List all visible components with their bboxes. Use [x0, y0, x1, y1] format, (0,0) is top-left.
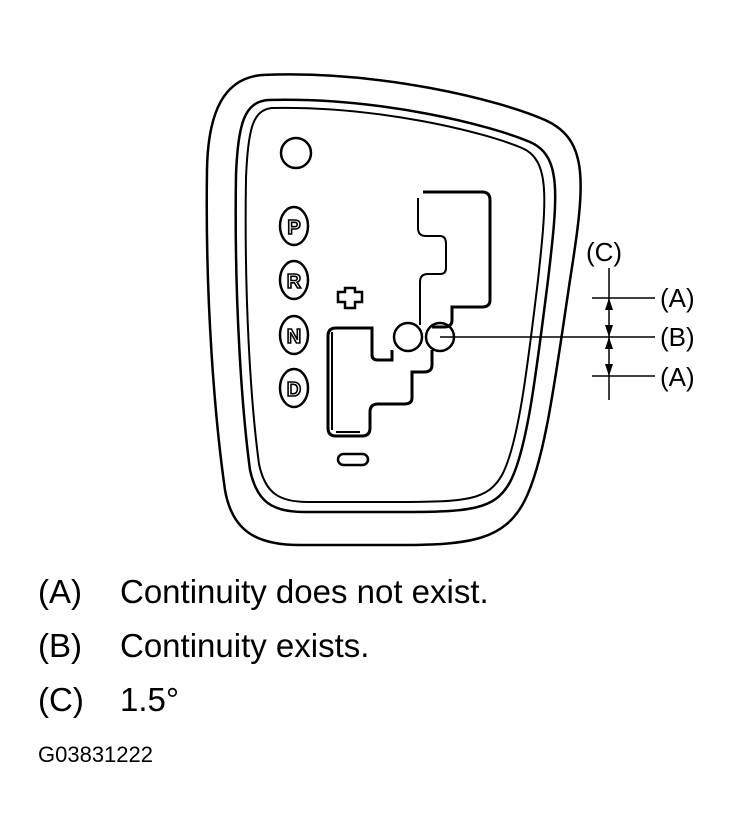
dimension-arrow-down — [605, 325, 613, 337]
gate-p-badge — [278, 205, 310, 247]
legend-key: (B) — [38, 627, 82, 664]
shift-panel-outer-outline — [205, 73, 582, 547]
legend-row-c: (C) 1.5° — [38, 680, 179, 720]
gate-n-letter: N — [287, 326, 301, 348]
gate-d-badge — [278, 367, 310, 409]
legend-text: Continuity does not exist. — [120, 573, 489, 610]
callout-a-top: (A) — [660, 283, 695, 313]
figure-code: G03831222 — [38, 742, 153, 767]
upper-gate-slot-inner — [417, 198, 447, 325]
shift-panel-inner-outline — [234, 98, 557, 514]
shift-panel-face-outline — [244, 106, 546, 503]
legend-text: 1.5° — [120, 681, 180, 718]
gate-n-badge — [278, 314, 310, 356]
legend-key: (A) — [38, 573, 82, 610]
plus-icon — [336, 286, 364, 310]
dimension-arrow-up — [605, 298, 613, 310]
gate-d-letter: D — [287, 379, 301, 401]
shift-gate-diagram: P R N D (C) (A) (B) (A) — [205, 73, 695, 547]
minus-icon — [336, 452, 370, 467]
dimension-arrow-down-2 — [605, 364, 613, 376]
callout-b: (B) — [660, 322, 695, 352]
upper-gate-slot — [423, 190, 492, 329]
legend-key: (C) — [38, 681, 84, 718]
contact-circle-left — [392, 321, 424, 353]
callout-a-bottom: (A) — [660, 362, 695, 392]
gate-p-letter: P — [287, 217, 300, 239]
gate-r-letter: R — [287, 271, 302, 293]
indicator-lamp — [279, 136, 313, 170]
legend-row-b: (B) Continuity exists. — [38, 626, 369, 666]
legend-text: Continuity exists. — [120, 627, 370, 664]
callout-c: (C) — [586, 237, 622, 267]
lower-gate-slot — [326, 326, 434, 438]
legend-row-a: (A) Continuity does not exist. — [38, 572, 489, 612]
gate-r-badge — [278, 259, 310, 301]
lower-gate-slot-inner — [331, 332, 360, 433]
dimension-arrow-up-2 — [605, 337, 613, 349]
